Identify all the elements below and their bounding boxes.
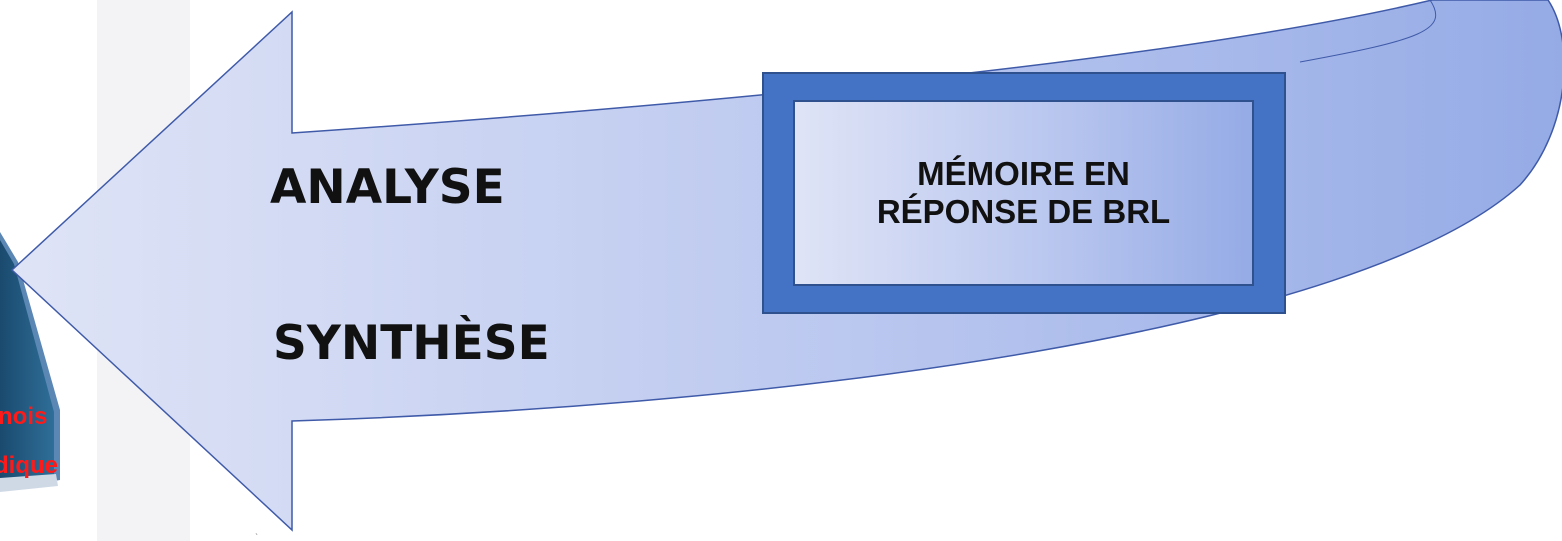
book-label-line1: nois [0, 403, 48, 430]
response-box-text: MÉMOIRE EN RÉPONSE DE BRL [794, 101, 1253, 285]
book-label-line2: dique [0, 452, 58, 479]
response-box-line1: MÉMOIRE EN [917, 155, 1130, 192]
analyse-label: ANALYSE [270, 160, 505, 215]
synthese-label: SYNTHÈSE [273, 316, 550, 371]
svg-text:ˋ: ˋ [255, 532, 258, 541]
response-box [762, 72, 1286, 314]
response-box-line2: RÉPONSE DE BRL [876, 193, 1171, 230]
book-icon [0, 232, 60, 492]
